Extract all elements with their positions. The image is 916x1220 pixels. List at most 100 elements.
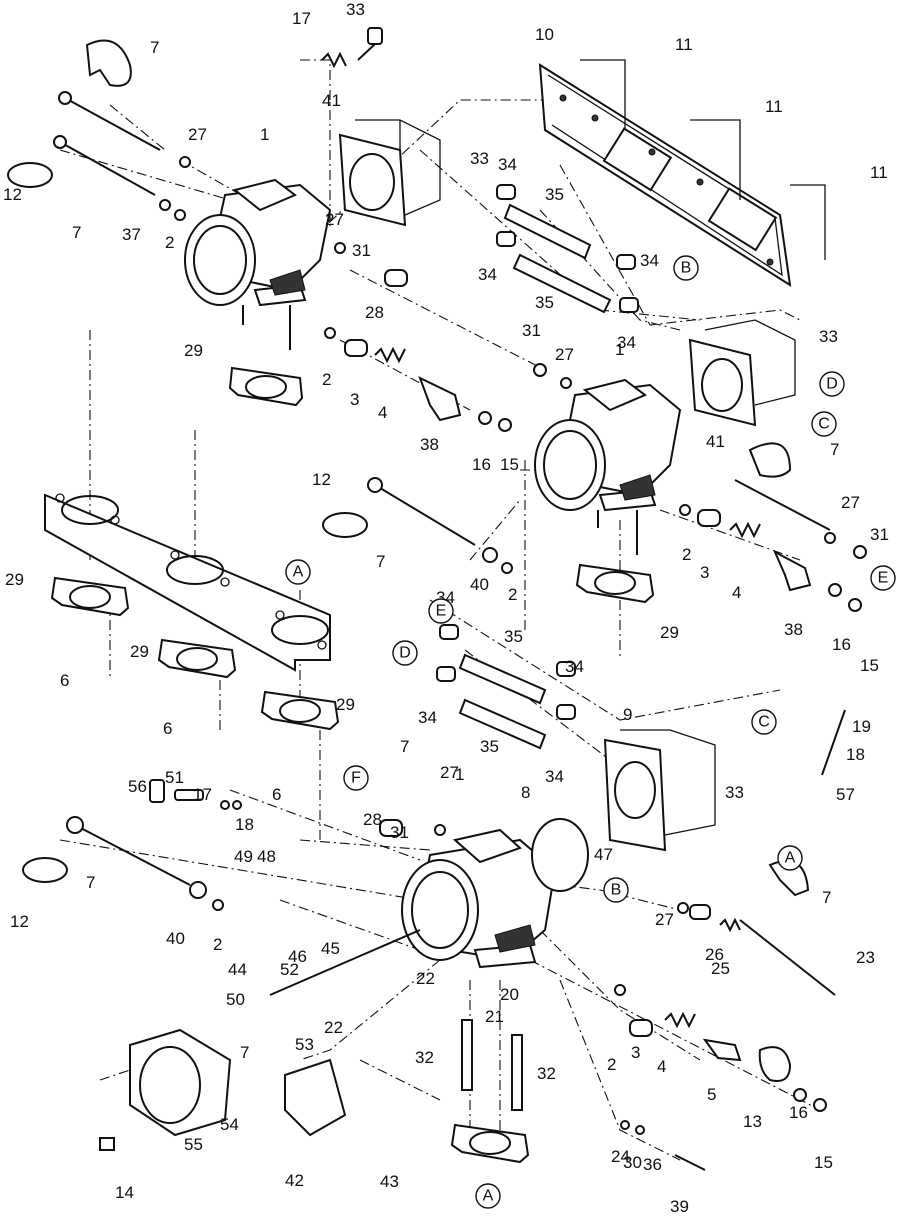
reference-letter-A: A	[475, 1183, 501, 1209]
clamps-34	[436, 184, 639, 720]
callout-label-31: 31	[522, 321, 541, 340]
callout-label-30: 30	[623, 1153, 642, 1172]
callout-label-34: 34	[418, 708, 437, 727]
svg-text:A: A	[293, 564, 304, 581]
callout-label-45: 45	[321, 939, 340, 958]
callout-label-10: 10	[535, 25, 554, 44]
callouts: 1112222223334445666777777778910111111121…	[3, 0, 889, 1216]
callout-label-29: 29	[130, 642, 149, 661]
callout-label-47: 47	[594, 845, 613, 864]
callout-label-2: 2	[165, 233, 174, 252]
callout-label-41: 41	[706, 432, 725, 451]
reference-letter-B: B	[673, 255, 699, 281]
callout-label-7: 7	[376, 552, 385, 571]
callout-label-26: 26	[705, 945, 724, 964]
reference-letter-E: E	[870, 565, 896, 591]
svg-text:D: D	[399, 645, 411, 662]
intake-manifold-left	[44, 493, 331, 672]
reference-letter-C: C	[811, 411, 837, 437]
carburetor-body-right	[534, 378, 682, 555]
svg-text:E: E	[878, 570, 889, 587]
callout-label-4: 4	[732, 583, 741, 602]
callout-label-29: 29	[660, 623, 679, 642]
callout-label-48: 48	[257, 847, 276, 866]
svg-text:B: B	[681, 260, 692, 277]
callout-label-2: 2	[508, 585, 517, 604]
throttle-shafts	[53, 91, 836, 996]
callout-label-27: 27	[188, 125, 207, 144]
callout-label-55: 55	[184, 1135, 203, 1154]
callout-label-35: 35	[480, 737, 499, 756]
svg-text:A: A	[483, 1188, 494, 1205]
callout-label-17: 17	[193, 785, 212, 804]
callout-label-7: 7	[72, 223, 81, 242]
callout-label-15: 15	[500, 455, 519, 474]
callout-label-16: 16	[832, 635, 851, 654]
callout-label-33: 33	[725, 783, 744, 802]
svg-text:C: C	[818, 416, 830, 433]
callout-label-37: 37	[122, 225, 141, 244]
callout-label-34: 34	[478, 265, 497, 284]
reference-letter-E: E	[428, 598, 454, 624]
callout-label-34: 34	[640, 251, 659, 270]
manifold-plate-10	[538, 59, 826, 288]
callout-label-29: 29	[184, 341, 203, 360]
callout-label-34: 34	[498, 155, 517, 174]
callout-label-33: 33	[470, 149, 489, 168]
callout-label-8: 8	[521, 783, 530, 802]
reference-letter-D: D	[819, 371, 845, 397]
callout-label-41: 41	[322, 91, 341, 110]
callout-label-31: 31	[390, 823, 409, 842]
callout-label-11: 11	[870, 163, 888, 182]
callout-label-27: 27	[440, 763, 459, 782]
callout-label-22: 22	[324, 1018, 343, 1037]
reference-letter-C: C	[751, 709, 777, 735]
callout-label-21: 21	[485, 1007, 504, 1026]
callout-label-33: 33	[346, 0, 365, 19]
callout-label-35: 35	[504, 627, 523, 646]
callout-label-7: 7	[150, 38, 159, 57]
svg-text:B: B	[611, 882, 622, 899]
callout-label-51: 51	[165, 768, 184, 787]
callout-label-12: 12	[312, 470, 331, 489]
callout-label-35: 35	[545, 185, 564, 204]
callout-label-32: 32	[537, 1064, 556, 1083]
callout-label-27: 27	[655, 910, 674, 929]
flange-9	[603, 729, 716, 852]
callout-label-50: 50	[226, 990, 245, 1009]
callout-label-32: 32	[415, 1048, 434, 1067]
callout-label-6: 6	[60, 671, 69, 690]
callout-label-13: 13	[743, 1112, 762, 1131]
svg-text:A: A	[785, 850, 796, 867]
callout-label-19: 19	[852, 717, 871, 736]
callout-label-7: 7	[86, 873, 95, 892]
callout-label-6: 6	[163, 719, 172, 738]
callout-label-6: 6	[272, 785, 281, 804]
reference-letter-B: B	[603, 877, 629, 903]
callout-label-34: 34	[545, 767, 564, 786]
callout-label-7: 7	[240, 1043, 249, 1062]
callout-label-54: 54	[220, 1115, 239, 1134]
callout-label-7: 7	[400, 737, 409, 756]
callout-label-7: 7	[822, 888, 831, 907]
callout-label-57: 57	[836, 785, 855, 804]
callout-label-27: 27	[555, 345, 574, 364]
carburetor-body-top	[184, 178, 332, 350]
callout-label-14: 14	[115, 1183, 134, 1202]
svg-text:E: E	[436, 603, 447, 620]
callout-label-11: 11	[765, 97, 783, 116]
callout-label-34: 34	[617, 333, 636, 352]
callout-label-40: 40	[470, 575, 489, 594]
callout-label-42: 42	[285, 1171, 304, 1190]
callout-label-11: 11	[675, 35, 693, 54]
callout-label-25: 25	[711, 959, 730, 978]
callout-label-2: 2	[607, 1055, 616, 1074]
flange-41-right	[688, 319, 796, 427]
callout-label-3: 3	[700, 563, 709, 582]
flange-41-top	[338, 119, 441, 227]
reference-letter-D: D	[392, 640, 418, 666]
callout-label-1: 1	[615, 340, 624, 359]
callout-label-18: 18	[846, 745, 865, 764]
